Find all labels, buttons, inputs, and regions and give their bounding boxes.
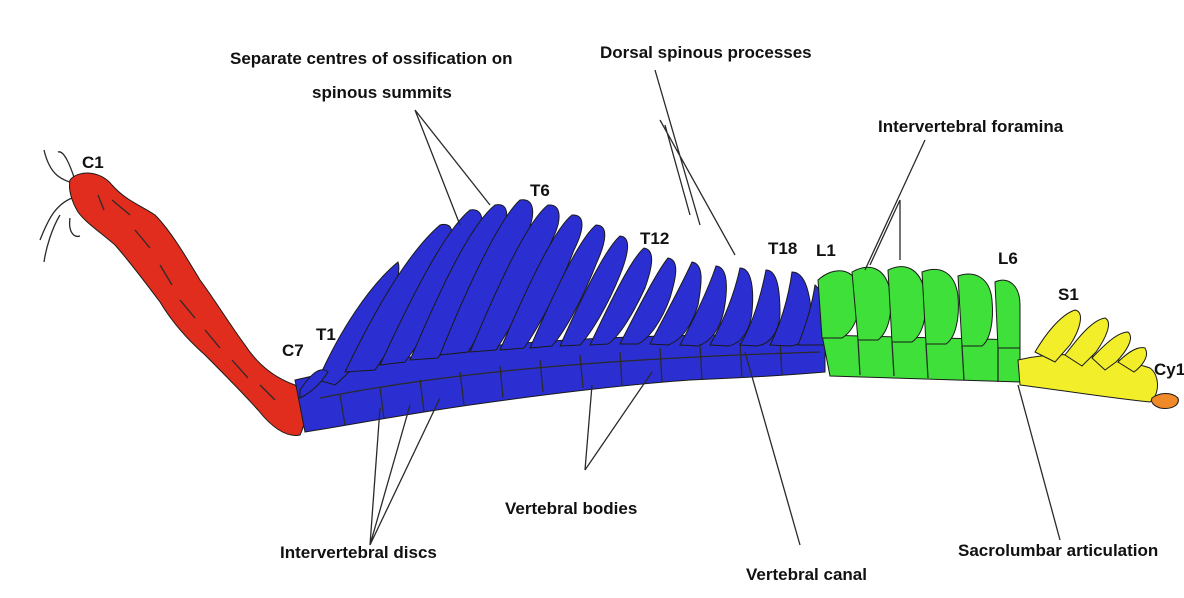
cervical-vertebrae xyxy=(69,173,304,435)
segment-label-s1: S1 xyxy=(1058,285,1079,304)
segment-label-c1: C1 xyxy=(82,153,104,172)
label-ossification-line2: spinous summits xyxy=(312,83,452,102)
segment-label-l6: L6 xyxy=(998,249,1018,268)
segment-label-t12: T12 xyxy=(640,229,669,248)
label-ossification-line1: Separate centres of ossification on xyxy=(230,49,512,68)
label-vertebral-canal: Vertebral canal xyxy=(746,565,867,584)
segment-label-l1: L1 xyxy=(816,241,836,260)
label-dorsal-spinous-processes: Dorsal spinous processes xyxy=(600,43,812,62)
lumbar-vertebral-bodies xyxy=(822,335,1020,382)
atlas-wing-outline xyxy=(40,150,80,262)
segment-label-t6: T6 xyxy=(530,181,550,200)
cervical-region xyxy=(40,150,305,435)
segment-label-c7: C7 xyxy=(282,341,304,360)
label-vertebral-bodies: Vertebral bodies xyxy=(505,499,637,518)
coccygeal-vertebra xyxy=(1151,394,1178,409)
label-sacrolumbar-articulation: Sacrolumbar articulation xyxy=(958,541,1158,560)
thoracic-region xyxy=(295,200,826,432)
lumbar-region xyxy=(818,267,1020,382)
segment-label-t18: T18 xyxy=(768,239,797,258)
label-intervertebral-discs: Intervertebral discs xyxy=(280,543,437,562)
segment-label-t1: T1 xyxy=(316,325,336,344)
segment-label-cy1: Cy1 xyxy=(1154,360,1184,379)
label-intervertebral-foramina: Intervertebral foramina xyxy=(878,117,1064,136)
